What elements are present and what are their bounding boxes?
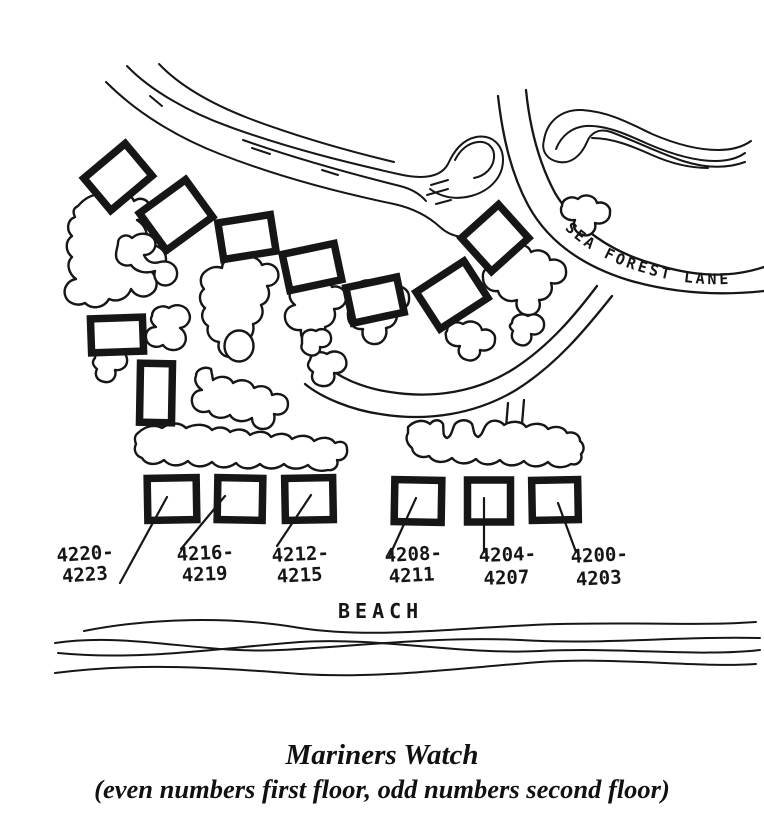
unit-label-4212-4215: 4212- 4215	[271, 542, 329, 588]
unit-label-4200-4203: 4200- 4203	[570, 543, 628, 591]
beachfront-buildings	[143, 473, 583, 527]
svg-text:4212-: 4212-	[271, 542, 329, 567]
shoreline-waves	[54, 619, 761, 677]
beach-label: BEACH	[338, 599, 423, 623]
unit-label-4220-4223: 4220- 4223	[56, 541, 115, 588]
svg-text:4208-: 4208-	[384, 542, 442, 567]
callout-lines	[118, 493, 578, 585]
unit-label-4216-4219: 4216- 4219	[176, 541, 234, 587]
svg-text:4204-: 4204-	[478, 543, 536, 567]
villa-buildings	[78, 138, 534, 427]
building-4216-4219	[213, 473, 267, 525]
beach: BEACH	[54, 599, 761, 677]
villa-rect-3	[213, 210, 281, 264]
svg-text:4215: 4215	[276, 563, 323, 587]
building-4220-4223	[143, 473, 201, 525]
caption-subtitle: (even numbers first floor, odd numbers s…	[94, 774, 670, 804]
building-4204-4207	[463, 476, 515, 526]
villa-rect-4	[277, 238, 347, 296]
villa-rect-5	[341, 272, 409, 328]
unit-label-4208-4211: 4208- 4211	[384, 542, 442, 588]
marsh-stream	[542, 108, 752, 169]
svg-text:4223: 4223	[61, 563, 108, 588]
villa-rect-9	[135, 359, 177, 427]
svg-text:4200-: 4200-	[570, 543, 628, 568]
caption-title: Mariners Watch	[284, 739, 478, 771]
road-sea-forest-lane	[496, 88, 764, 295]
villa-rect-2	[134, 174, 218, 256]
svg-text:4203: 4203	[575, 566, 622, 590]
unit-labels: 4220- 4223 4216- 4219 4212- 4215 4208- 4…	[56, 541, 629, 591]
building-4208-4211	[390, 475, 446, 527]
svg-text:4216-: 4216-	[176, 541, 234, 566]
villa-rect-6	[410, 255, 494, 335]
villa-rect-8	[86, 313, 148, 357]
long-building-footprints	[133, 419, 585, 472]
tidal-creek	[105, 63, 504, 239]
svg-text:4211: 4211	[388, 563, 435, 587]
building-4200-4203	[527, 475, 583, 525]
villa-rect-1	[78, 138, 158, 216]
pond	[223, 329, 255, 363]
unit-label-4204-4207: 4204- 4207	[478, 543, 536, 590]
svg-text:4207: 4207	[483, 566, 530, 590]
svg-text:4220-: 4220-	[56, 541, 115, 567]
villa-rect-7	[456, 199, 534, 277]
loop-road	[303, 284, 614, 430]
caption: Mariners Watch (even numbers first floor…	[94, 739, 670, 804]
svg-text:4219: 4219	[181, 562, 228, 586]
